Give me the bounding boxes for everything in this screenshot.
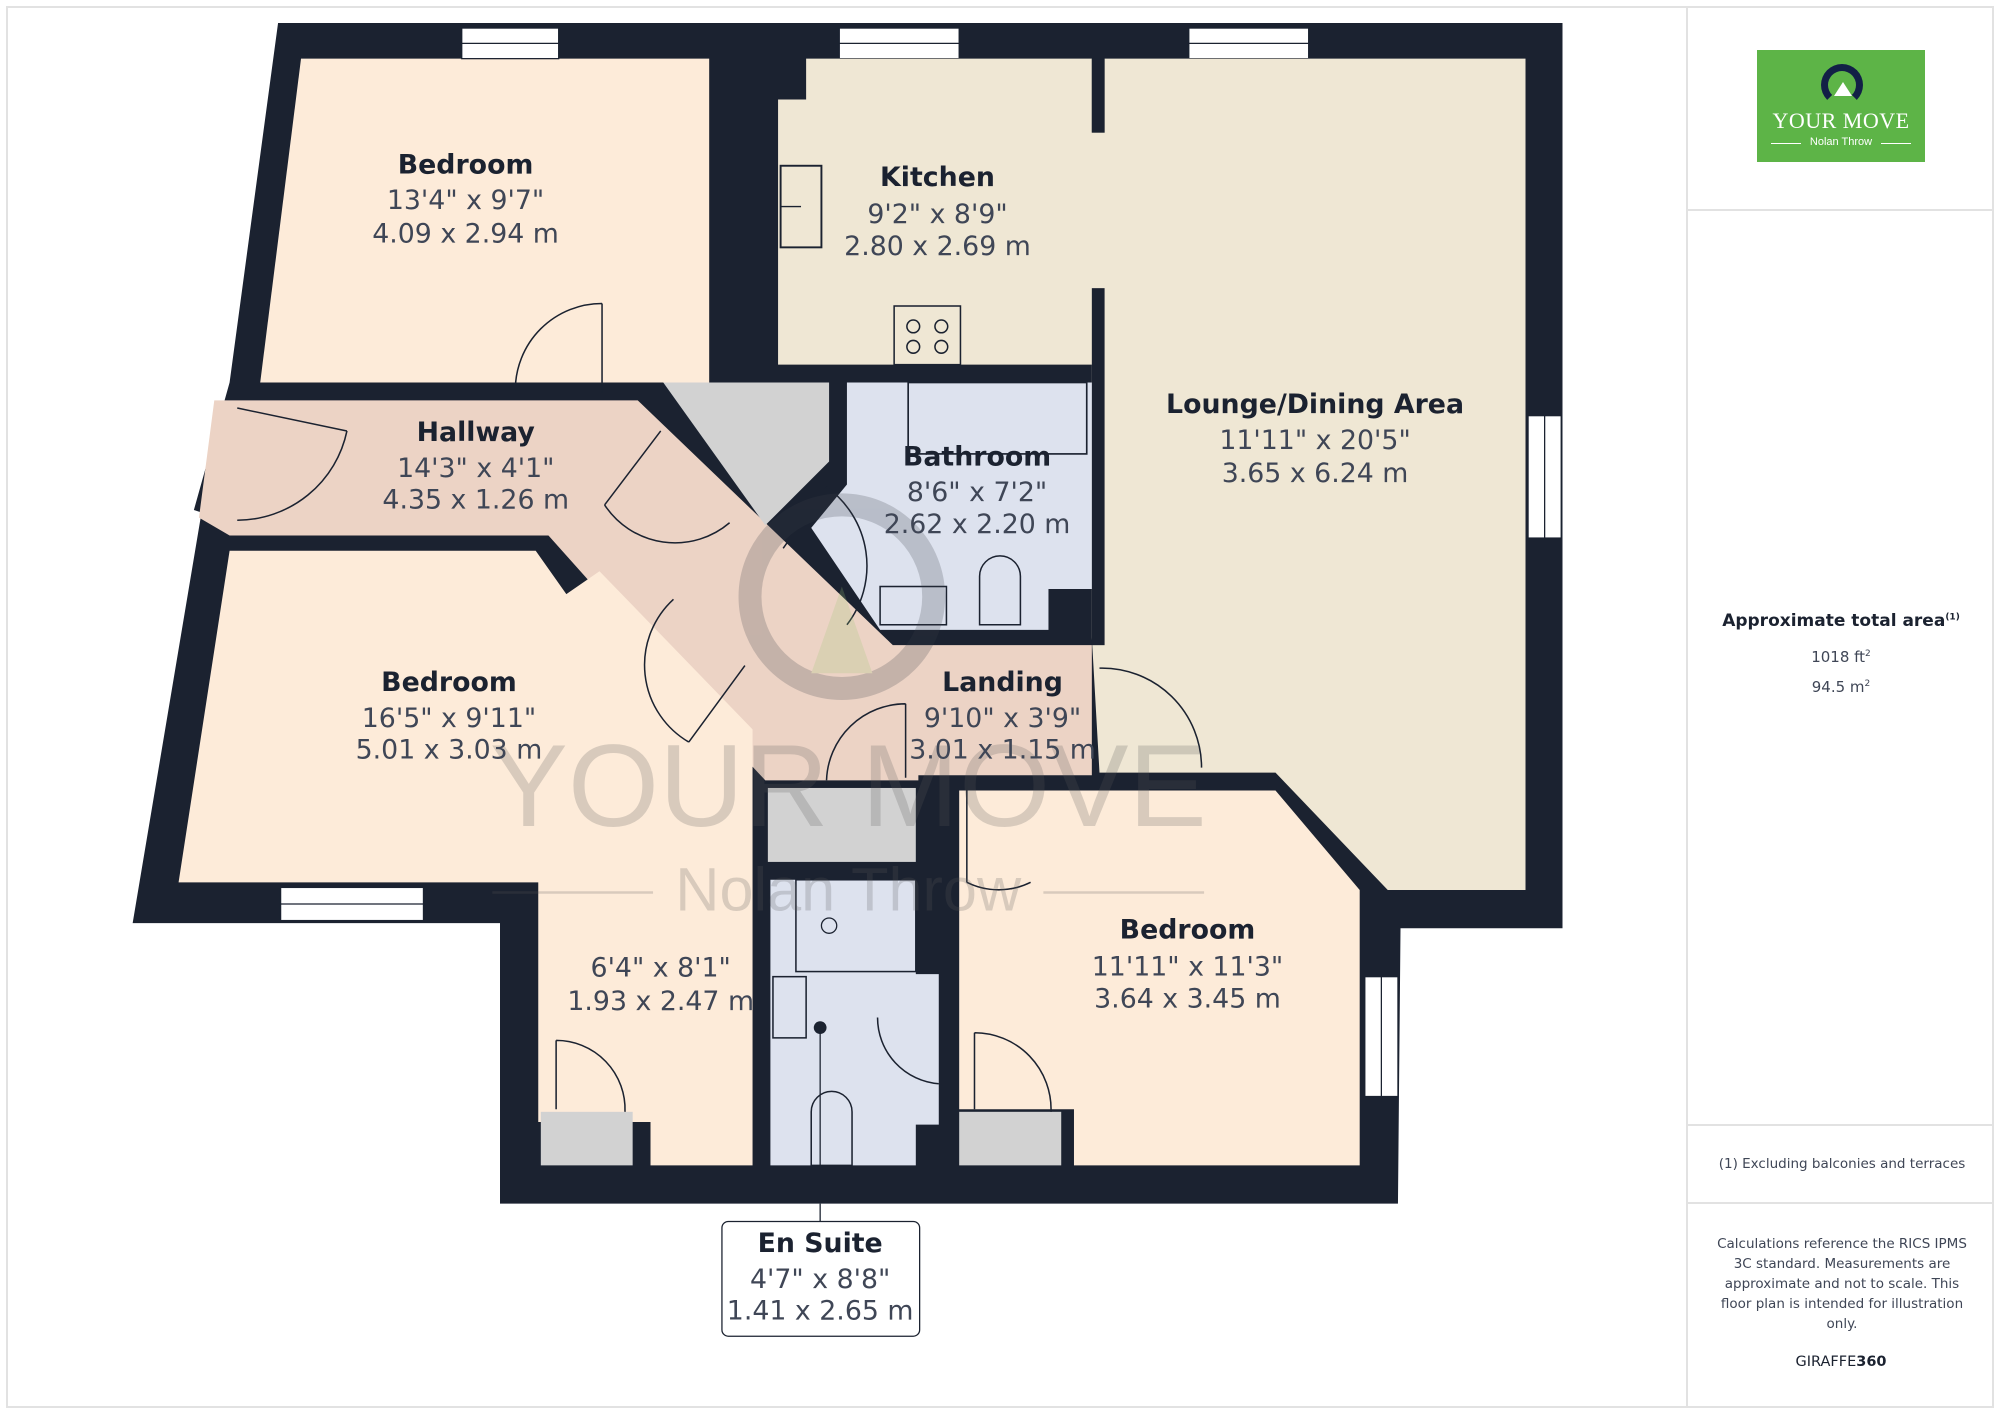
disclaimer-section: Calculations reference the RICS IPMS 3C … [1688, 1204, 1994, 1404]
shower [795, 879, 917, 973]
svg-text:Bathroom: Bathroom [903, 441, 1051, 472]
logo-triangle-icon [1834, 82, 1852, 96]
brand-suffix: 360 [1856, 1354, 1887, 1370]
svg-text:4.35 x 1.26 m: 4.35 x 1.26 m [382, 485, 569, 516]
svg-text:13'4" x 9'7": 13'4" x 9'7" [387, 185, 544, 216]
room-labels: Bedroom 13'4" x 9'7" 4.09 x 2.94 m Kitch… [356, 149, 1464, 1016]
area-title: Approximate total area(1) [1688, 611, 1994, 631]
window [279, 27, 1562, 1098]
svg-text:8'6" x 7'2": 8'6" x 7'2" [907, 477, 1047, 508]
toilet [978, 555, 1022, 626]
svg-text:9'2" x 8'9": 9'2" x 8'9" [867, 199, 1007, 230]
svg-text:Bedroom: Bedroom [381, 667, 517, 698]
en-suite-basin [772, 975, 807, 1039]
storage-cupboard [767, 787, 916, 862]
area-imperial: 1018 ft2 [1688, 648, 1994, 666]
svg-text:YOUR MOVE: YOUR MOVE [490, 720, 1207, 851]
logo-divider [1771, 143, 1801, 144]
unit-power: 2 [1864, 679, 1871, 689]
disclaimer: Calculations reference the RICS IPMS 3C … [1717, 1236, 1967, 1332]
room-kitchen [778, 58, 1526, 890]
logo-divider [1881, 143, 1911, 144]
svg-text:Landing: Landing [942, 667, 1063, 698]
svg-text:3.01 x 1.15 m: 3.01 x 1.15 m [909, 735, 1096, 766]
room-hallway [198, 400, 1092, 781]
logo-name: YOUR MOVE [1772, 108, 1910, 133]
provider-brand: GIRAFFE360 [1688, 1354, 1994, 1370]
unit-power: 2 [1865, 649, 1871, 659]
room-en-suite [770, 879, 939, 1166]
area-section: Approximate total area(1) 1018 ft2 94.5 … [1688, 211, 1994, 1126]
brand-prefix: GIRAFFE [1795, 1354, 1857, 1370]
svg-text:1.93 x 2.47 m: 1.93 x 2.47 m [567, 986, 754, 1017]
svg-text:Bedroom: Bedroom [1120, 914, 1256, 945]
area-m-value: 94.5 m [1811, 678, 1865, 696]
svg-text:1.41 x 2.65 m: 1.41 x 2.65 m [727, 1296, 914, 1327]
svg-text:Bedroom: Bedroom [398, 149, 534, 180]
area-ft-value: 1018 ft [1811, 648, 1866, 666]
room-bedroom-1 [260, 58, 710, 383]
kitchen-lounge-wall-lower [1091, 288, 1105, 646]
watermark: YOUR MOVE Nolan Throw [490, 493, 1207, 923]
hob [893, 305, 962, 366]
wardrobe-2 [959, 1111, 1062, 1166]
svg-text:6'4" x 8'1": 6'4" x 8'1" [591, 953, 731, 984]
svg-text:9'10" x 3'9": 9'10" x 3'9" [924, 703, 1081, 734]
footnote: (1) Excluding balconies and terraces [1718, 1156, 1966, 1172]
svg-text:2.62 x 2.20 m: 2.62 x 2.20 m [884, 509, 1071, 540]
brand-logo: YOUR MOVE Nolan Throw [1757, 50, 1925, 162]
room-bathroom [811, 382, 1092, 630]
logo-section: YOUR MOVE Nolan Throw [1688, 6, 1994, 211]
svg-text:3.65 x 6.24 m: 3.65 x 6.24 m [1222, 458, 1409, 489]
wardrobe [540, 1111, 633, 1166]
svg-text:Nolan Throw: Nolan Throw [675, 855, 1022, 923]
svg-text:5.01 x 3.03 m: 5.01 x 3.03 m [356, 735, 543, 766]
kitchen-lounge-wall-stub [1091, 58, 1105, 133]
en-suite-callout: En Suite 4'7" x 8'8" 1.41 x 2.65 m [721, 1203, 921, 1337]
svg-text:3.64 x 3.45 m: 3.64 x 3.45 m [1094, 983, 1281, 1014]
bath [907, 381, 1088, 455]
svg-text:Hallway: Hallway [417, 417, 535, 448]
info-panel: YOUR MOVE Nolan Throw Approximate total … [1686, 6, 1994, 1408]
logo-subtitle: Nolan Throw [1809, 136, 1873, 148]
en-suite-toilet [810, 1090, 853, 1167]
area-metric: 94.5 m2 [1688, 678, 1994, 696]
svg-text:2.80 x 2.69 m: 2.80 x 2.69 m [844, 231, 1031, 262]
svg-text:En Suite: En Suite [758, 1228, 883, 1259]
area-title-text: Approximate total area [1722, 611, 1946, 631]
svg-text:14'3" x 4'1": 14'3" x 4'1" [397, 453, 554, 484]
footnote-section: (1) Excluding balconies and terraces [1688, 1126, 1994, 1204]
svg-text:4'7" x 8'8": 4'7" x 8'8" [750, 1264, 890, 1295]
doors [237, 302, 1203, 1112]
svg-text:11'11" x 11'3": 11'11" x 11'3" [1092, 951, 1283, 982]
svg-text:16'5" x 9'11": 16'5" x 9'11" [362, 703, 536, 734]
room-bedroom-3 [959, 790, 1360, 1166]
basin [879, 585, 948, 626]
area-footnote-ref: (1) [1945, 612, 1960, 623]
logo-ring-icon [1821, 64, 1863, 106]
svg-text:Kitchen: Kitchen [880, 162, 995, 193]
room-bedroom-2 [178, 550, 753, 1166]
storage [663, 382, 830, 526]
svg-text:Lounge/Dining Area: Lounge/Dining Area [1166, 389, 1464, 420]
svg-text:4.09 x 2.94 m: 4.09 x 2.94 m [372, 218, 559, 249]
svg-text:11'11" x 20'5": 11'11" x 20'5" [1219, 425, 1410, 456]
